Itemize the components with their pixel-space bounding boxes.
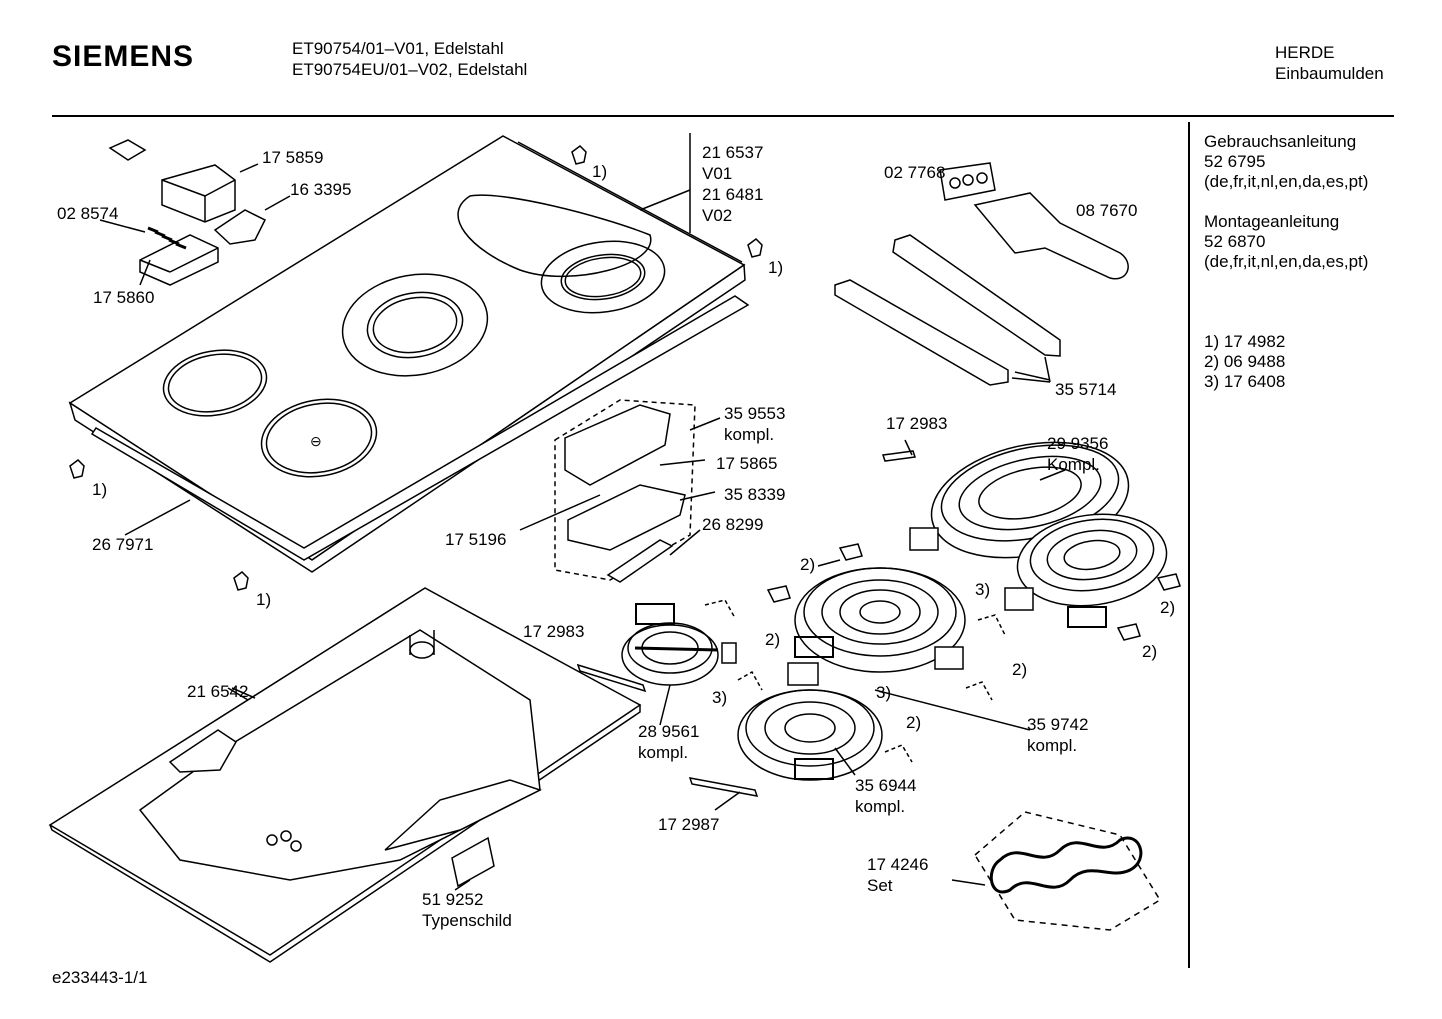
terminal-box-assembly bbox=[100, 140, 290, 285]
assembly-languages: (de,fr,it,nl,en,da,es,pt) bbox=[1204, 252, 1369, 271]
note-ref-2: 2) bbox=[765, 630, 781, 649]
note-ref-3: 3) bbox=[712, 688, 728, 707]
part-356944-kompl: kompl. bbox=[855, 797, 906, 816]
part-172987: 17 2987 bbox=[658, 815, 720, 834]
leader-line bbox=[232, 372, 1065, 885]
part-359553: 35 9553 bbox=[724, 404, 786, 423]
glass-hob-top: ⊖ bbox=[70, 136, 748, 572]
fixing-clip bbox=[70, 146, 762, 590]
assembly-title: Montageanleitung bbox=[1204, 212, 1340, 231]
part-519252: 51 9252 bbox=[422, 890, 484, 909]
part-359742-kompl: kompl. bbox=[1027, 736, 1078, 755]
note-ref-3: 3) bbox=[876, 683, 892, 702]
part-358339: 35 8339 bbox=[724, 485, 786, 504]
temperature-limiter bbox=[722, 528, 1033, 685]
note-ref-2: 2) bbox=[800, 555, 816, 574]
part-175860: 17 5860 bbox=[93, 288, 155, 307]
part-027768: 02 7768 bbox=[884, 163, 946, 182]
radiant-heater-medium bbox=[738, 690, 882, 780]
part-028574: 02 8574 bbox=[57, 204, 119, 223]
variant-v02: V02 bbox=[702, 206, 733, 225]
part-216542: 21 6542 bbox=[187, 682, 249, 701]
part-299356-kompl: Kompl. bbox=[1047, 455, 1100, 474]
note-ref-3: 3) bbox=[975, 580, 991, 599]
note-ref-2: 2) bbox=[1012, 660, 1028, 679]
model-designation: ET90754/01–V01, Edelstahl ET90754EU/01–V… bbox=[292, 38, 527, 80]
radiant-heater-oval bbox=[921, 425, 1173, 615]
part-175859: 17 5859 bbox=[262, 148, 324, 167]
note-ref-2: 2) bbox=[906, 713, 922, 732]
leader-line bbox=[640, 190, 690, 210]
part-175865: 17 5865 bbox=[716, 454, 778, 473]
manual-title: Gebrauchsanleitung bbox=[1204, 132, 1357, 151]
footnote-2: 2) 06 9488 bbox=[1204, 352, 1286, 371]
footnote-1: 1) 17 4982 bbox=[1204, 332, 1286, 351]
manual-number: 52 6795 bbox=[1204, 152, 1266, 171]
housing-tray bbox=[50, 588, 640, 962]
part-216537: 21 6537 bbox=[702, 143, 764, 162]
part-289561: 28 9561 bbox=[638, 722, 700, 741]
note-ref-1: 1) bbox=[768, 258, 784, 277]
assembly-info: Montageanleitung 52 6870 (de,fr,it,nl,en… bbox=[1204, 212, 1368, 272]
part-519252-typenschild: Typenschild bbox=[422, 911, 512, 930]
control-module bbox=[520, 400, 720, 582]
part-355714: 35 5714 bbox=[1055, 380, 1117, 399]
rating-plate bbox=[452, 838, 494, 886]
model-line-2: ET90754EU/01–V02, Edelstahl bbox=[292, 60, 528, 79]
part-289561-kompl: kompl. bbox=[638, 743, 689, 762]
note-ref-2: 2) bbox=[1142, 642, 1158, 661]
part-174246: 17 4246 bbox=[867, 855, 929, 874]
note-ref-1: 1) bbox=[92, 480, 108, 499]
part-175196: 17 5196 bbox=[445, 530, 507, 549]
part-087670: 08 7670 bbox=[1076, 201, 1138, 220]
radiant-heater-small bbox=[622, 623, 718, 685]
part-216481: 21 6481 bbox=[702, 185, 764, 204]
category-line-1: HERDE bbox=[1275, 43, 1335, 62]
manual-languages: (de,fr,it,nl,en,da,es,pt) bbox=[1204, 172, 1369, 191]
mounting-rails bbox=[835, 163, 1128, 385]
footnote-list: 1) 17 4982 2) 06 9488 3) 17 6408 bbox=[1204, 332, 1285, 392]
radiant-heater-large bbox=[795, 568, 965, 672]
part-299356: 29 9356 bbox=[1047, 434, 1109, 453]
manual-info: Gebrauchsanleitung 52 6795 (de,fr,it,nl,… bbox=[1204, 132, 1368, 192]
assembly-number: 52 6870 bbox=[1204, 232, 1266, 251]
header-divider bbox=[52, 115, 1394, 117]
part-359742: 35 9742 bbox=[1027, 715, 1089, 734]
part-163395: 16 3395 bbox=[290, 180, 352, 199]
model-line-1: ET90754/01–V01, Edelstahl bbox=[292, 39, 504, 58]
part-268299: 26 8299 bbox=[702, 515, 764, 534]
brand-logo: SIEMENS bbox=[52, 40, 195, 73]
part-174246-set: Set bbox=[867, 876, 893, 895]
svg-text:⊖: ⊖ bbox=[310, 433, 322, 449]
clip-small bbox=[705, 600, 1005, 762]
variant-v01: V01 bbox=[702, 164, 733, 183]
drawing-id: e233443-1/1 bbox=[52, 968, 148, 987]
part-267971: 26 7971 bbox=[92, 535, 154, 554]
part-356944: 35 6944 bbox=[855, 776, 917, 795]
heater-symbol bbox=[636, 604, 1106, 779]
note-ref-2: 2) bbox=[1160, 598, 1176, 617]
spring-set bbox=[975, 812, 1160, 930]
fixing-clip bbox=[578, 451, 1180, 796]
footnote-3: 3) 17 6408 bbox=[1204, 372, 1286, 391]
product-category: HERDE Einbaumulden bbox=[1275, 42, 1384, 84]
note-ref-1: 1) bbox=[256, 590, 272, 609]
category-line-2: Einbaumulden bbox=[1275, 64, 1384, 83]
part-172983: 17 2983 bbox=[523, 622, 585, 641]
sidebar-divider bbox=[1188, 122, 1190, 968]
note-ref-1: 1) bbox=[592, 162, 608, 181]
part-359553-kompl: kompl. bbox=[724, 425, 775, 444]
part-172983: 17 2983 bbox=[886, 414, 948, 433]
